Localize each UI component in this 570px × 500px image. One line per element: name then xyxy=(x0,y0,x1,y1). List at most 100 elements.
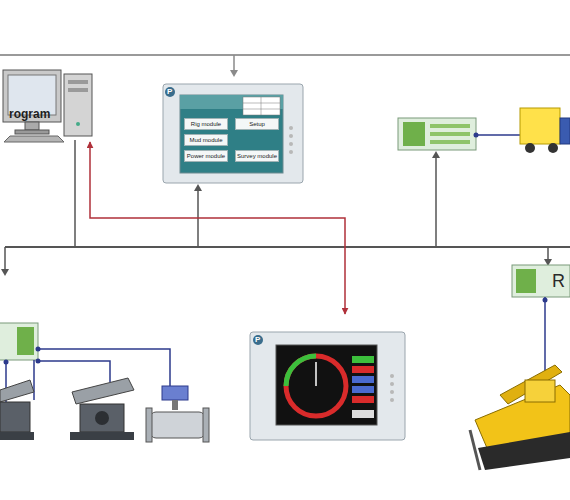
status-led xyxy=(289,134,293,138)
bus-drop xyxy=(233,55,235,71)
power-led xyxy=(76,122,80,126)
computer-node: rogram xyxy=(0,68,96,140)
field-wire xyxy=(38,361,110,382)
io-module-node: R xyxy=(512,265,570,297)
arrow-head xyxy=(1,269,9,276)
keyboard xyxy=(4,136,64,142)
arrow-head xyxy=(432,151,440,158)
gauge-panel-node: P xyxy=(250,332,405,440)
screen-button: Power module xyxy=(184,150,228,162)
io-module xyxy=(512,265,570,297)
wire-dot xyxy=(4,360,9,365)
valve-flange xyxy=(146,408,152,442)
module-led-block xyxy=(516,269,536,293)
gauge-ring xyxy=(286,356,346,416)
vise-jaw xyxy=(0,380,34,402)
status-led xyxy=(289,126,293,130)
truck-wheel xyxy=(525,143,535,153)
logo-letter: P xyxy=(167,88,172,96)
bus-drop xyxy=(547,247,549,260)
vise-jaw xyxy=(72,378,134,404)
status-bar xyxy=(352,386,374,393)
status-led xyxy=(289,150,293,154)
status-led xyxy=(390,398,394,402)
logo-letter: P xyxy=(255,336,260,344)
status-led xyxy=(390,390,394,394)
field-wire xyxy=(33,360,35,400)
module-led-block xyxy=(17,327,34,355)
vise-hub xyxy=(95,411,109,425)
truck-wheel xyxy=(548,143,558,153)
status-led xyxy=(390,374,394,378)
status-led xyxy=(390,382,394,386)
arrow-head xyxy=(230,70,238,77)
truck-box xyxy=(520,108,560,144)
main-bus xyxy=(5,246,570,248)
io-module xyxy=(0,323,38,360)
status-bar xyxy=(352,376,374,383)
vise-base xyxy=(0,432,34,440)
field-wire xyxy=(544,297,546,372)
module-bar xyxy=(430,124,470,128)
monitor-base xyxy=(15,130,49,134)
table-grid xyxy=(261,97,262,115)
valve-body xyxy=(150,412,205,438)
status-bar xyxy=(352,356,374,363)
button-label: Mud module xyxy=(189,137,222,143)
logo-badge xyxy=(165,87,175,97)
module-bar xyxy=(430,132,470,136)
screen-button: Rig module xyxy=(184,118,228,130)
touch-panel-body xyxy=(163,84,303,183)
valve-stem xyxy=(172,400,178,410)
monitor-stand xyxy=(25,122,39,130)
vise-body xyxy=(0,402,30,432)
bus-drop xyxy=(435,157,437,247)
table-grid xyxy=(243,103,280,104)
screen-button: Mud module xyxy=(184,134,228,146)
arrow-head xyxy=(194,184,202,191)
gauge-needle xyxy=(315,362,317,386)
button-label: Setup xyxy=(249,121,265,127)
screen-button xyxy=(352,410,374,418)
wire-dot xyxy=(543,298,548,303)
field-wire xyxy=(476,134,520,136)
gauge-arc xyxy=(286,356,316,386)
touch-panel-node: P Rig module SetupMud modulePower module Su… xyxy=(163,84,303,183)
vise-base xyxy=(70,432,134,440)
wire-dot xyxy=(474,133,479,138)
drive-slot xyxy=(68,88,88,92)
monitor xyxy=(3,70,61,122)
status-led xyxy=(289,142,293,146)
table-grid xyxy=(243,109,280,110)
gauge-screen xyxy=(276,345,377,425)
rig-cab xyxy=(525,380,555,402)
valve-actuator xyxy=(162,386,188,400)
truck-cab xyxy=(560,118,570,144)
rig-drill xyxy=(470,430,480,470)
rig-track xyxy=(478,432,570,470)
touch-panel-screen xyxy=(180,95,283,173)
screen-text: rogram xyxy=(9,108,50,120)
bus-drop xyxy=(4,247,6,270)
top-bus xyxy=(0,54,570,56)
gauge-panel-body xyxy=(250,332,405,440)
io-module xyxy=(398,118,476,150)
button-label: Rig module xyxy=(191,121,221,127)
bus-drop xyxy=(74,140,76,247)
wire-dot xyxy=(36,359,41,364)
pc-tower xyxy=(64,74,92,136)
rig-mast xyxy=(500,365,562,404)
button-label: Power module xyxy=(187,153,225,159)
module-led-block xyxy=(403,122,425,146)
status-bar xyxy=(352,366,374,373)
logo-letter: R xyxy=(552,272,565,290)
data-link-arrow xyxy=(90,142,345,314)
wire-dot xyxy=(36,347,41,352)
screen-button: Setup xyxy=(235,118,279,130)
drive-slot xyxy=(68,80,88,84)
button-label: Survey module xyxy=(237,153,277,159)
vise-body xyxy=(80,404,124,432)
